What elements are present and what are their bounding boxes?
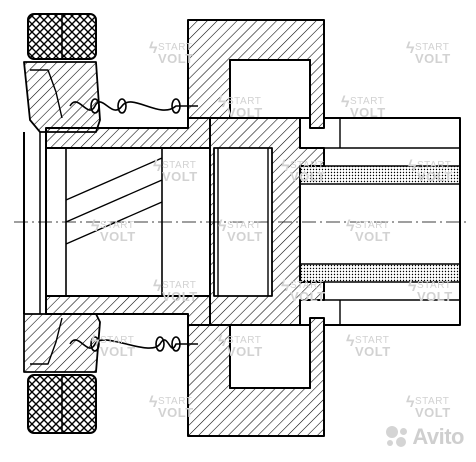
drive-ring xyxy=(27,13,97,434)
clutch-body xyxy=(45,117,211,326)
shaft-spline-lower xyxy=(299,263,461,283)
output-shaft xyxy=(299,117,461,326)
shaft-spline-upper xyxy=(299,165,461,185)
avito-dots-icon xyxy=(386,426,408,448)
spring xyxy=(69,98,198,352)
avito-wordmark: Avito xyxy=(412,424,464,449)
inner-sleeve xyxy=(65,148,163,296)
splined-hub xyxy=(209,117,325,326)
avito-logo: Avito xyxy=(386,424,464,450)
clutch-cover xyxy=(23,61,101,373)
